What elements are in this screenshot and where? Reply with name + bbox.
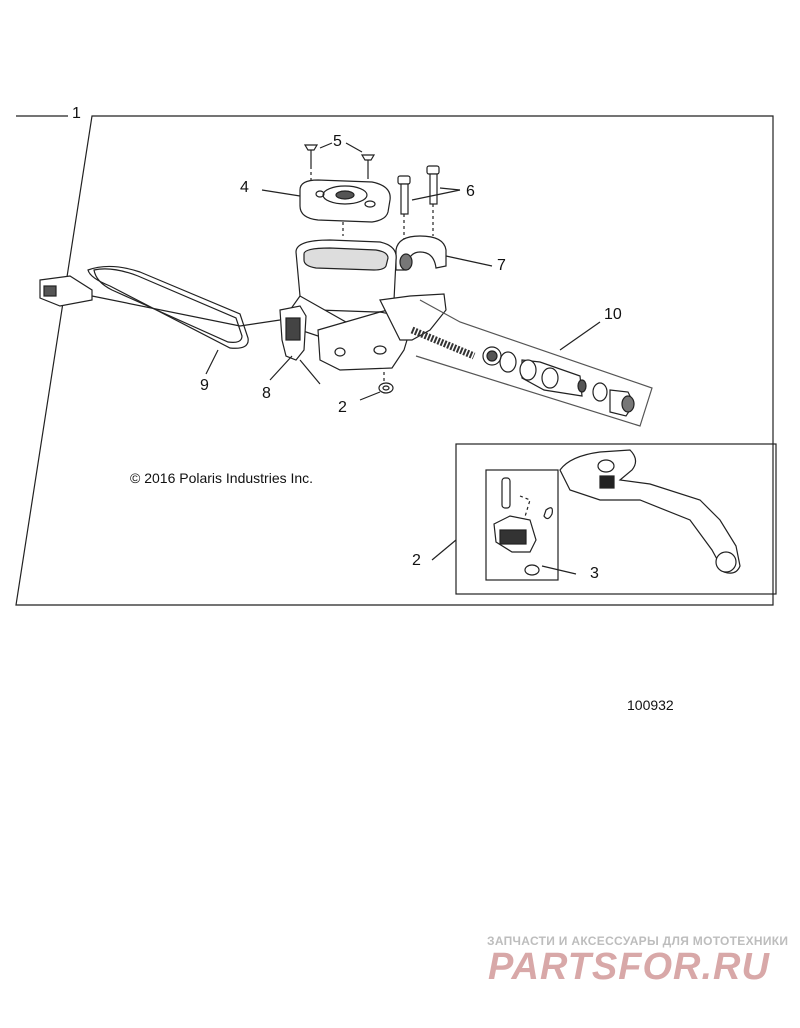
piston-kit-10 (410, 299, 653, 427)
watermark-tagline: ЗАПЧАСТИ И АКСЕССУАРЫ ДЛЯ МОТОТЕХНИКИ (487, 934, 789, 948)
callout-8: 8 (262, 385, 271, 402)
callout-2-inset: 2 (412, 552, 421, 569)
switch-cable-9 (39, 265, 281, 375)
callout-2-main: 2 (338, 399, 347, 416)
callout-1: 1 (72, 105, 81, 122)
pivot-pin (501, 477, 511, 509)
watermark-logo: PARTSFOR.RU (488, 946, 770, 988)
lever-inset-frame (455, 443, 777, 595)
clamp-bolts-6 (397, 165, 461, 240)
washer-2 (359, 372, 394, 401)
figure-number: 100932 (627, 697, 674, 713)
callout-10: 10 (604, 306, 622, 323)
assembly-frame (15, 115, 774, 606)
callout-7: 7 (497, 257, 506, 274)
callout-6: 6 (466, 183, 475, 200)
pivot-inset-frame (485, 469, 559, 581)
reservoir-cover-4 (261, 179, 391, 236)
master-cylinder-body (289, 239, 447, 371)
copyright-notice: © 2016 Polaris Industries Inc. (130, 470, 314, 486)
callout-5: 5 (333, 133, 342, 150)
callout-9: 9 (200, 377, 209, 394)
brake-switch-8 (269, 305, 321, 385)
handlebar-clamp-7 (395, 235, 493, 271)
brake-lever (517, 449, 741, 574)
lever-bushing-3 (493, 515, 577, 576)
callout-4: 4 (240, 179, 249, 196)
screw-5 (303, 142, 376, 196)
callout-3: 3 (590, 565, 599, 582)
